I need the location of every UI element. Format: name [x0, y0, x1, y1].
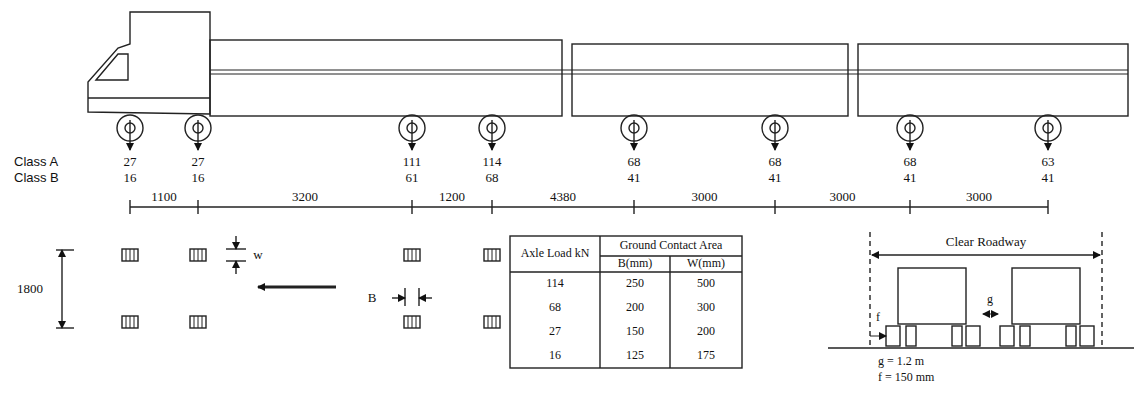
- note: g = 1.2 m: [878, 355, 924, 368]
- axle-load: 111: [403, 155, 422, 169]
- table-cell: 150: [626, 325, 644, 338]
- dimension: f: [876, 311, 880, 324]
- class-label: Class A: [14, 155, 58, 169]
- dimension: 1200: [437, 190, 467, 204]
- dimension: B: [368, 291, 377, 305]
- axle-load: 68: [486, 171, 499, 185]
- table-header: B(mm): [618, 257, 653, 270]
- table-cell: 175: [697, 349, 715, 362]
- table-header: Axle Load kN: [515, 247, 595, 260]
- axle-load: 27: [124, 155, 137, 169]
- axle-load: 41: [769, 171, 782, 185]
- table-cell: 250: [626, 277, 644, 290]
- axle-load: 61: [406, 171, 419, 185]
- dimension: 3000: [828, 190, 858, 204]
- axle-load: 16: [124, 171, 137, 185]
- roadway-label: Clear Roadway: [946, 235, 1027, 249]
- class-label: Class B: [14, 171, 59, 185]
- dimension: 4380: [548, 190, 578, 204]
- dimension: g: [987, 293, 993, 306]
- axle-load: 114: [482, 155, 501, 169]
- table-cell: 27: [549, 325, 561, 338]
- dimension: 1800: [17, 282, 43, 296]
- table-header: Ground Contact Area: [620, 239, 723, 252]
- axle-load: 68: [628, 155, 641, 169]
- table-cell: 200: [697, 325, 715, 338]
- dimension: 3000: [690, 190, 720, 204]
- table-cell: 300: [697, 301, 715, 314]
- axle-load: 41: [904, 171, 917, 185]
- table-cell: 125: [626, 349, 644, 362]
- table-cell: 16: [549, 349, 561, 362]
- note: f = 150 mm: [878, 371, 934, 384]
- axle-load: 27: [192, 155, 205, 169]
- dimension: w: [253, 248, 262, 262]
- axle-load: 68: [904, 155, 917, 169]
- dimension: 1100: [149, 190, 179, 204]
- axle-load: 41: [628, 171, 641, 185]
- table-header: W(mm): [687, 257, 725, 270]
- axle-load: 16: [192, 171, 205, 185]
- axle-load: 68: [769, 155, 782, 169]
- table-cell: 200: [626, 301, 644, 314]
- table-cell: 500: [697, 277, 715, 290]
- table-cell: 114: [546, 277, 564, 290]
- dimension: 3200: [290, 190, 320, 204]
- axle-load: 63: [1042, 155, 1055, 169]
- axle-load: 41: [1042, 171, 1055, 185]
- dimension: 3000: [964, 190, 994, 204]
- table-cell: 68: [549, 301, 561, 314]
